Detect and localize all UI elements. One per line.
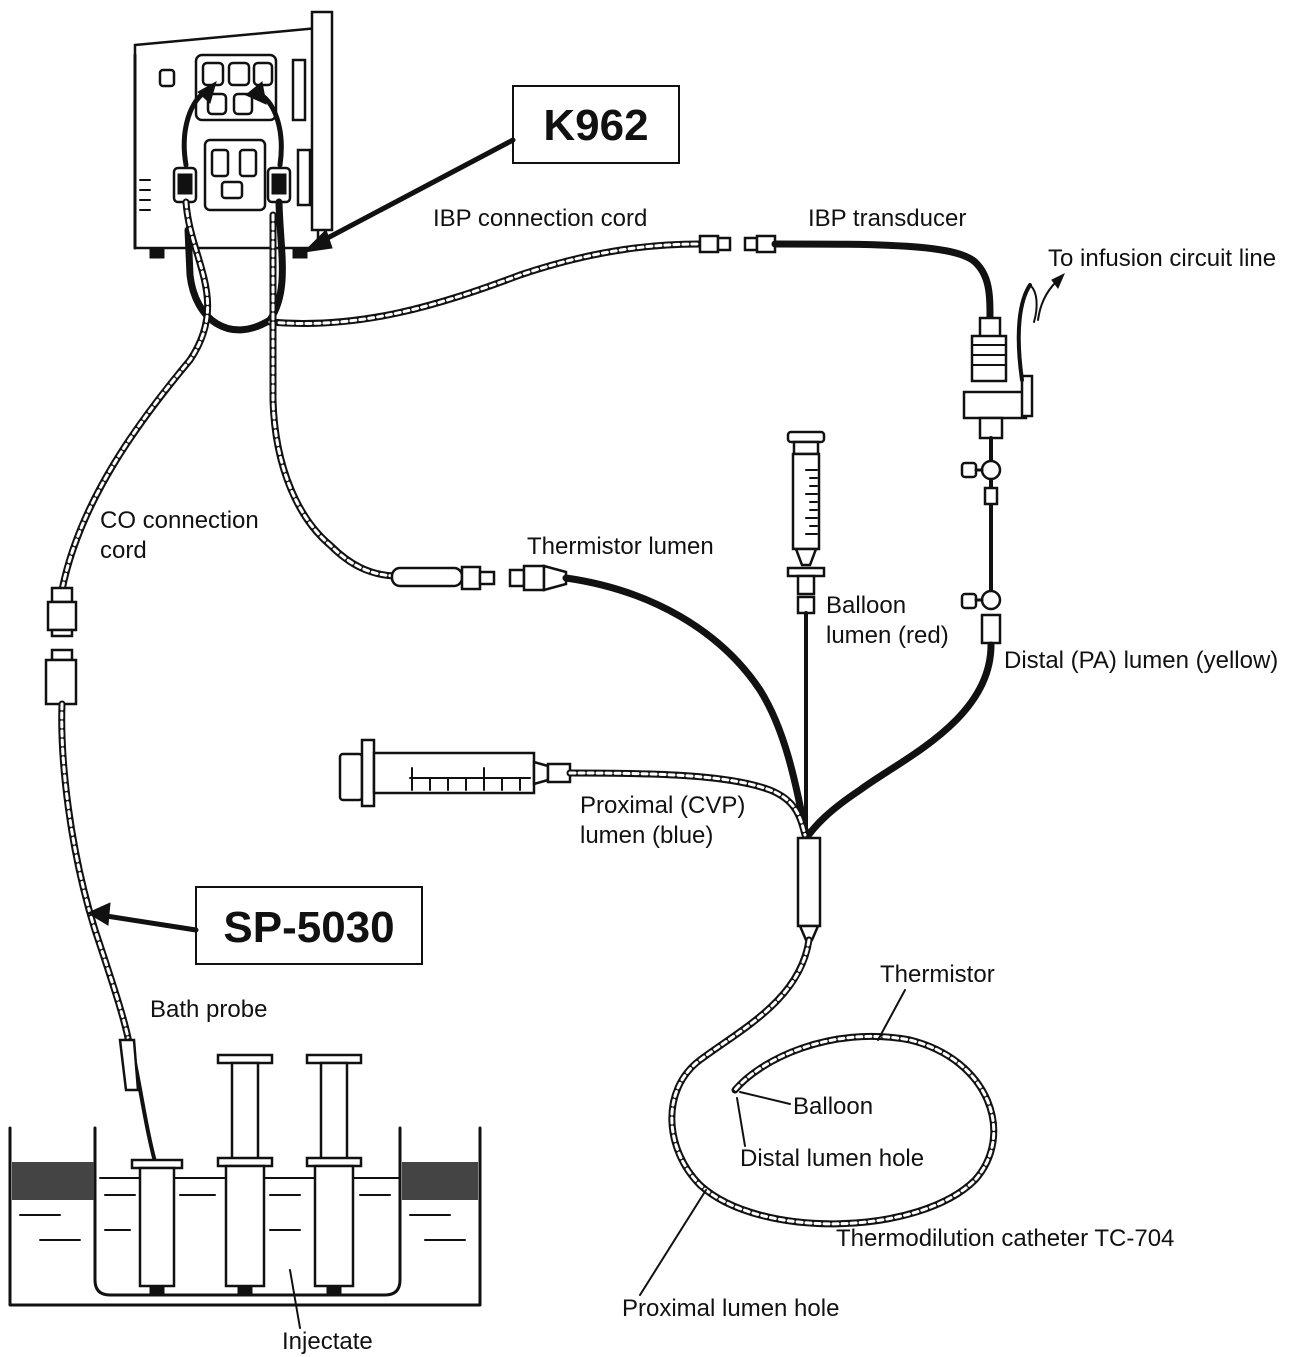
stopcock-lower [960, 589, 1002, 645]
co-connection-cord [58, 198, 212, 594]
ibp-transducer-cable [771, 240, 994, 324]
bath-probe-cable [58, 700, 162, 1182]
proximal-syringe [338, 738, 809, 839]
balloon-lumen-label-line1: Balloon [826, 592, 906, 619]
thermistor-lumen-line [562, 574, 809, 834]
injectate-syringe [305, 1053, 363, 1297]
k962-label: K962 [543, 101, 648, 150]
bath-probe-label: Bath probe [150, 996, 267, 1023]
ibp-connector-pair [698, 234, 777, 254]
thermodilution-catheter [668, 936, 998, 1228]
ibp-transducer [962, 283, 1038, 440]
thermistor-lumen-label: Thermistor lumen [527, 533, 714, 560]
proximal-lumen-hole-label: Proximal lumen hole [622, 1295, 839, 1322]
thermistor-label: Thermistor [880, 961, 995, 988]
infusion-circuit-label: To infusion circuit line [1048, 245, 1276, 272]
co-connector-pair [44, 586, 78, 706]
ice-layer-left [12, 1162, 94, 1200]
balloon-lumen-label-line2: lumen (red) [826, 622, 949, 649]
stopcock-upper [960, 459, 1002, 506]
proximal-lumen-label-line1: Proximal (CVP) [580, 792, 745, 819]
co-cord-label-line1: CO connection [100, 507, 259, 534]
co-cord-plug [172, 166, 198, 204]
ice-layer-right [402, 1162, 478, 1200]
infusion-direction-arrow [1037, 272, 1065, 321]
distal-lumen-label: Distal (PA) lumen (yellow) [1004, 647, 1278, 674]
sp5030-label: SP-5030 [223, 903, 394, 952]
distal-line [801, 436, 1002, 844]
thermistor-cord [269, 211, 399, 580]
monitor-foot [292, 247, 308, 259]
vent-slots [139, 179, 151, 211]
ibp-cord-plug [266, 166, 292, 204]
ibp-transducer-label: IBP transducer [808, 205, 966, 232]
proximal-lumen-label-line2: lumen (blue) [580, 822, 713, 849]
ice-bath [8, 1053, 482, 1307]
connector-panel [158, 53, 312, 212]
thermistor-connector-pair [390, 564, 568, 592]
catheter-hub [796, 836, 822, 942]
monitor-unit [133, 10, 334, 259]
ibp-connection-cord-label: IBP connection cord [433, 205, 647, 232]
injectate-syringe [216, 1053, 274, 1297]
bath-tube [130, 1158, 184, 1297]
insertion-arrows [181, 80, 284, 168]
co-cord-label-line2: cord [100, 537, 147, 564]
balloon-syringe [786, 430, 826, 832]
sp5030-callout: SP-5030 [86, 886, 423, 965]
monitor-foot [149, 247, 165, 259]
injectate-label: Injectate [282, 1328, 373, 1355]
balloon-label: Balloon [793, 1093, 873, 1120]
catheter-label: Thermodilution catheter TC-704 [836, 1225, 1174, 1252]
distal-lumen-hole-label: Distal lumen hole [740, 1145, 924, 1172]
k962-callout: K962 [302, 85, 680, 253]
